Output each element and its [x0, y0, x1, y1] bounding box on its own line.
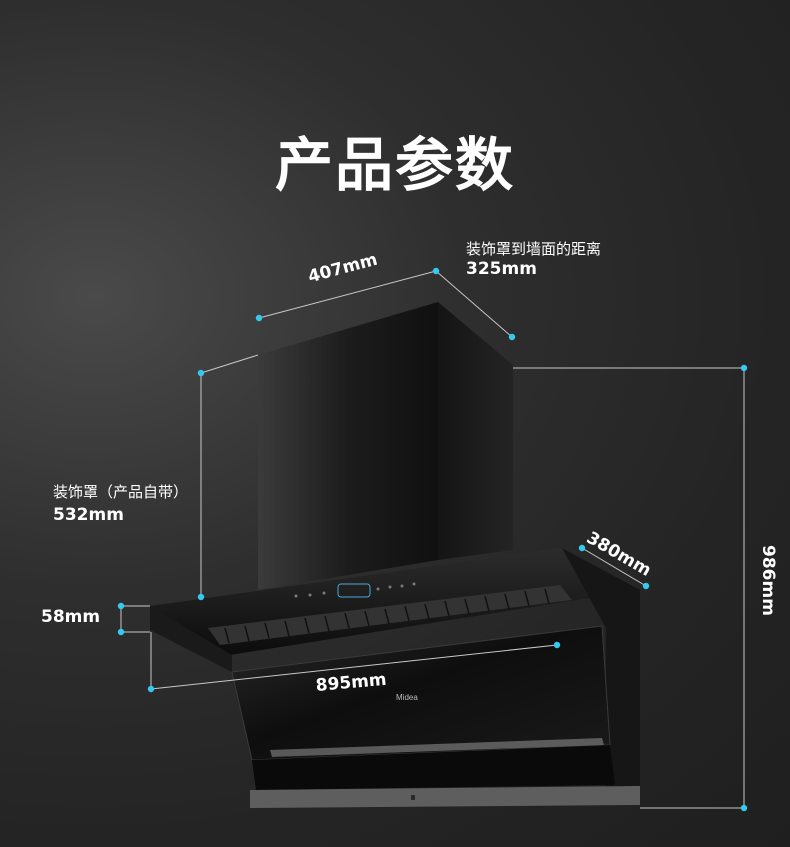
cover-height-caption: 装饰罩（产品自带）: [53, 483, 189, 501]
page-title: 产品参数: [274, 131, 515, 199]
base-indicator: [411, 795, 415, 800]
dimension-dots: [117, 267, 748, 812]
glass-highlight: [270, 738, 604, 757]
cover-to-wall-caption: 装饰罩到墙面的距离: [466, 240, 602, 258]
cover-to-wall-value: 325mm: [466, 259, 537, 279]
base-bar: [250, 786, 640, 808]
grille: [208, 585, 572, 645]
brand-logo: Midea: [396, 693, 418, 702]
total-height-label: 986mm: [758, 545, 778, 616]
cover-height-value: 532mm: [53, 505, 124, 525]
dimension-lines: [120, 270, 745, 809]
control-panel-edge: [150, 606, 232, 672]
body-side: [562, 548, 640, 800]
chimney-side: [438, 302, 513, 560]
touch-buttons: [294, 582, 416, 598]
display-panel: [337, 583, 371, 598]
chimney-front: [258, 302, 438, 590]
panel-height-label: 58mm: [41, 607, 101, 627]
lower-intake: [252, 745, 615, 790]
grille-slots: [224, 588, 550, 644]
